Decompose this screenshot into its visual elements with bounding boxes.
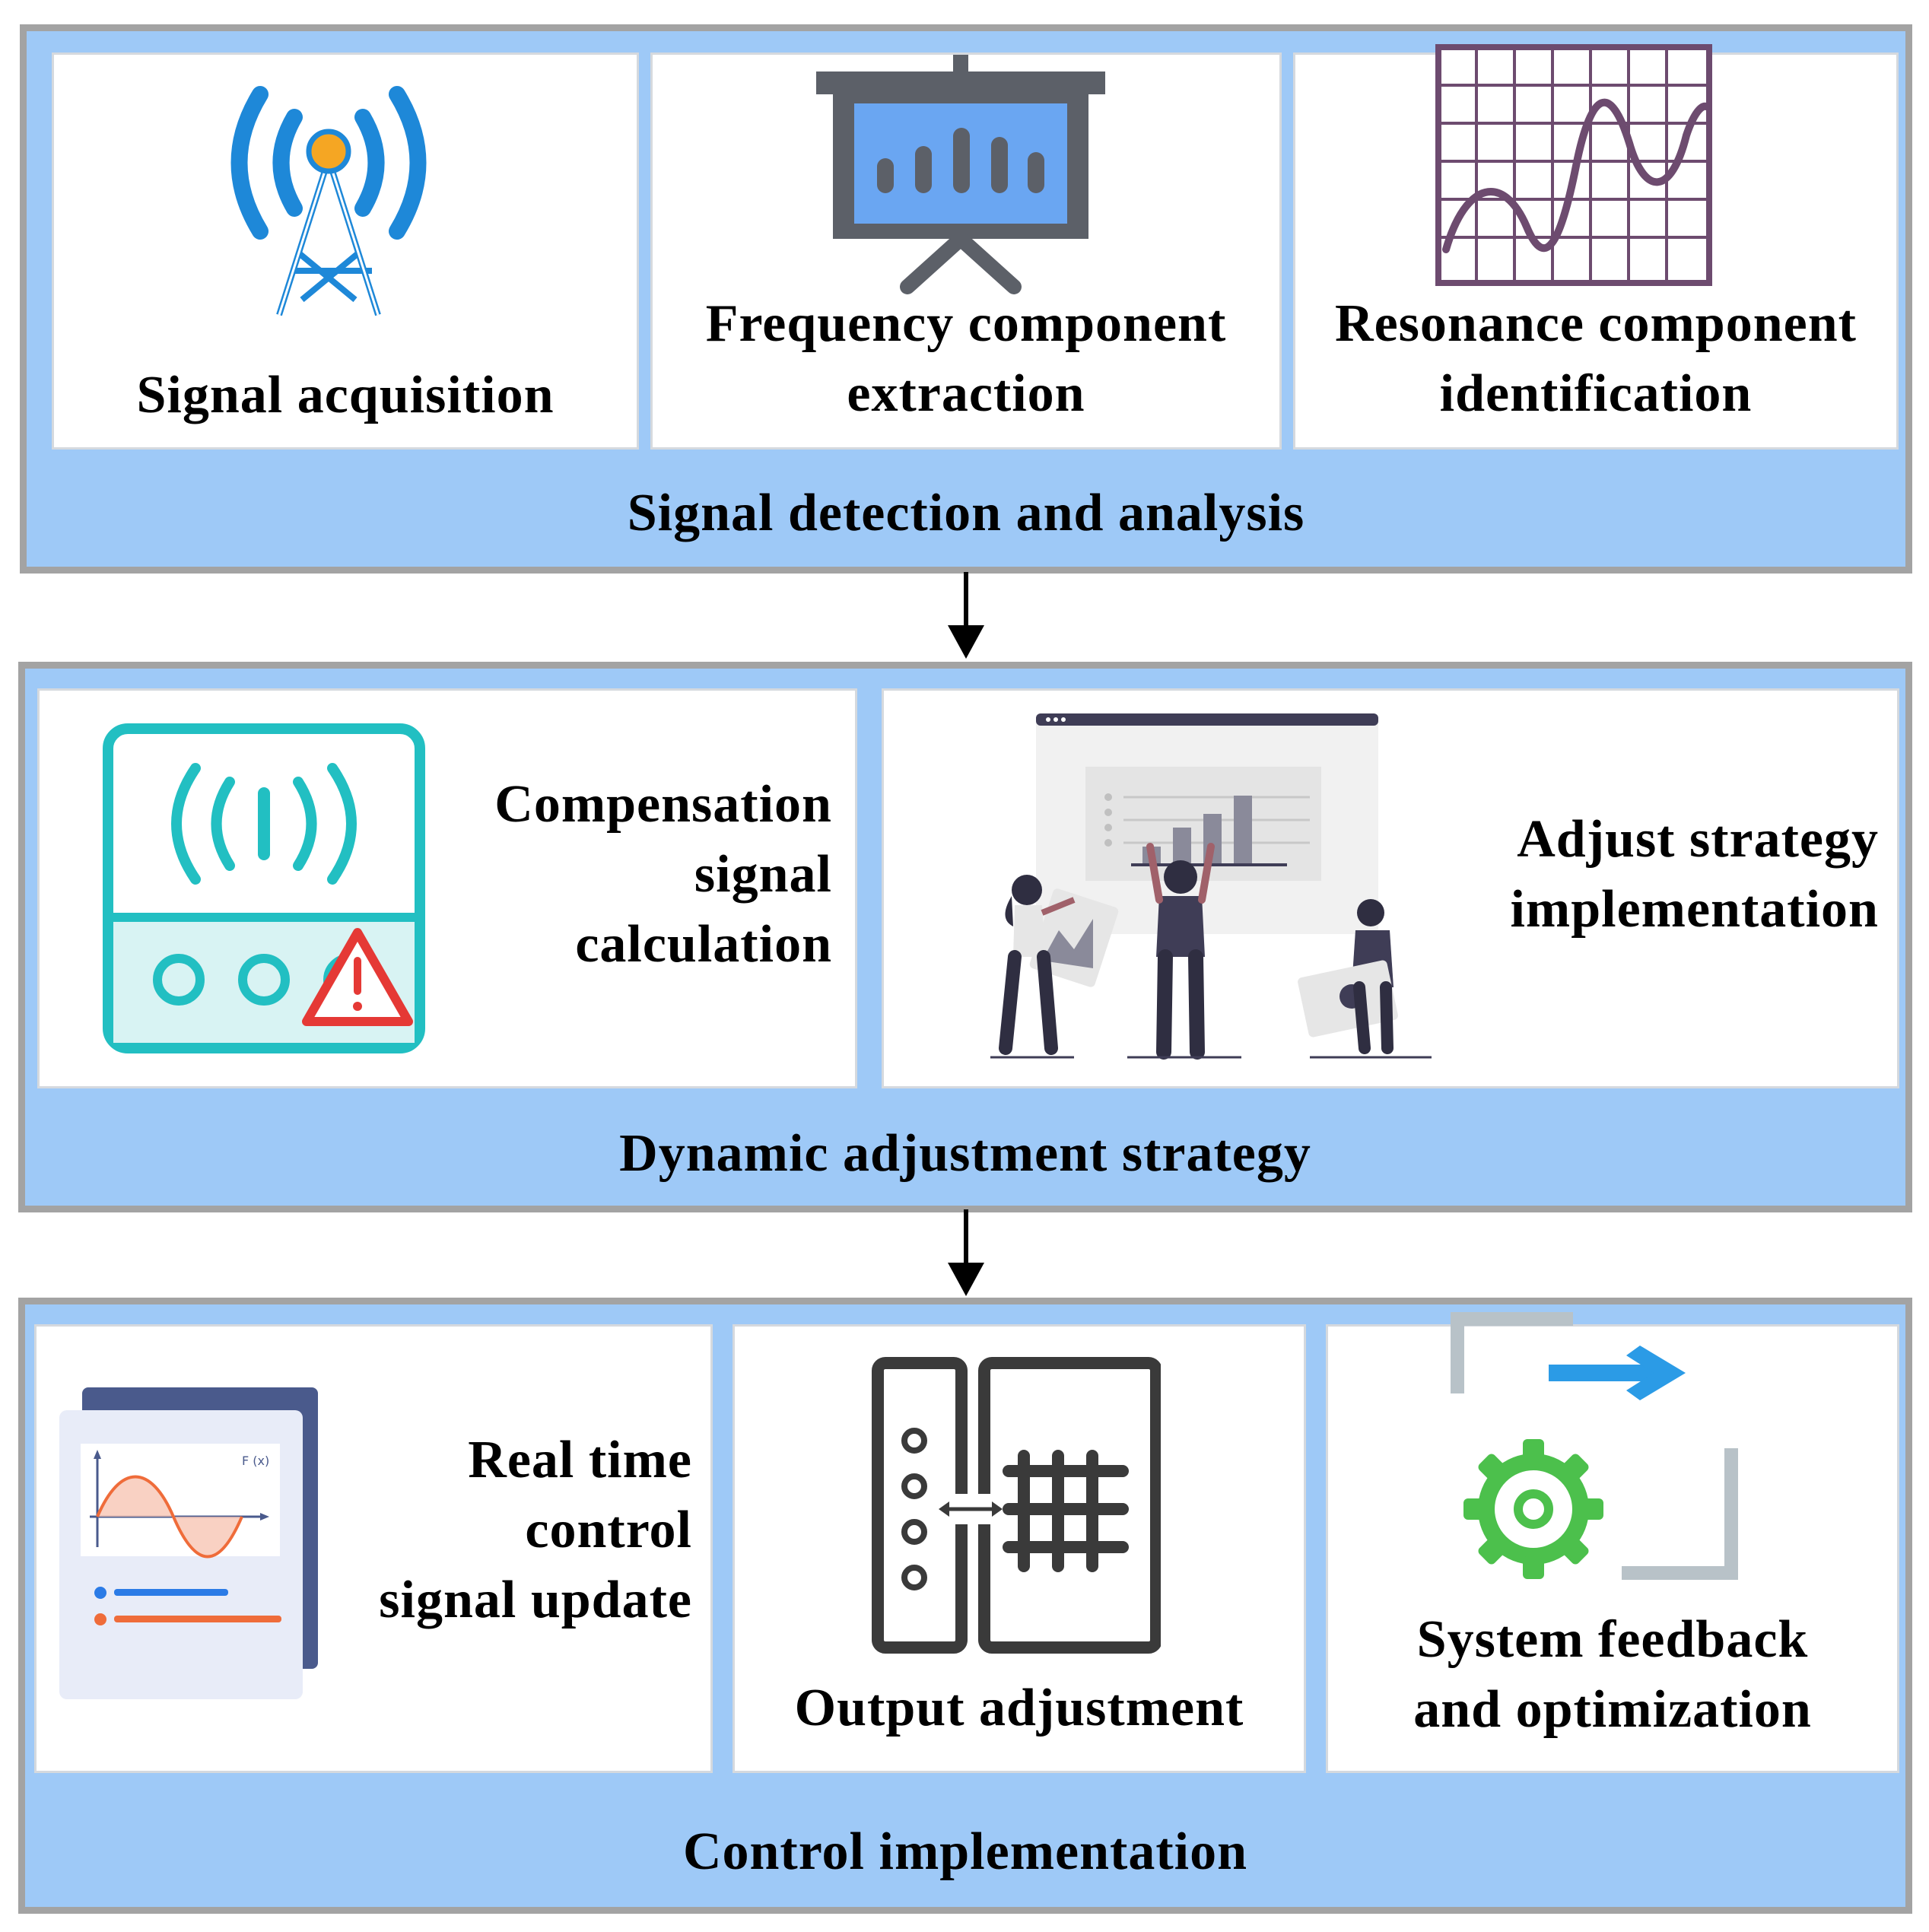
radio-tower-icon — [230, 86, 427, 316]
label-real-time-line1: Real time — [468, 1431, 692, 1489]
label-resonance-line2: identification — [1439, 364, 1753, 423]
card-output-adjustment: Output adjustment — [733, 1324, 1306, 1773]
presentation-board-icon — [816, 55, 1105, 294]
label-output-adjustment: Output adjustment — [794, 1679, 1244, 1737]
card-compensation-calculation: Compensation signal calculation — [37, 688, 857, 1088]
stage-panel-dynamic-adjustment: Compensation signal calculation — [18, 662, 1912, 1212]
team-dashboard-illustration — [990, 713, 1432, 1060]
label-signal-acquisition: Signal acquisition — [136, 366, 555, 424]
stage-title-dynamic-adjustment: Dynamic adjustment strategy — [619, 1124, 1311, 1183]
card-frequency-extraction: Frequency component extraction — [650, 52, 1282, 450]
signal-meter-warning-icon — [103, 723, 425, 1053]
label-compensation-line1: Compensation — [494, 775, 832, 834]
stage-panel-control-implementation: F (x) Real time control signal update — [18, 1298, 1912, 1914]
card-real-time-update: F (x) Real time control signal update — [34, 1324, 713, 1773]
label-compensation-line3: calculation — [575, 915, 832, 974]
label-frequency-extraction-line1: Frequency component — [705, 294, 1227, 353]
card-signal-acquisition: Signal acquisition — [52, 52, 639, 450]
stage-panel-signal-detection: Signal acquisition Frequency component e… — [20, 24, 1912, 574]
card-resonance-identification: Resonance component identification — [1293, 44, 1899, 450]
waveform-grid-icon — [1435, 44, 1712, 286]
label-adjust-strategy-line1: Adjust strategy — [1517, 810, 1879, 869]
label-system-feedback-line2: and optimization — [1413, 1680, 1812, 1739]
card-adjust-strategy: Adjust strategy implementation — [882, 688, 1899, 1088]
flow-arrow-2 — [948, 1209, 984, 1296]
flow-arrow-1 — [948, 572, 984, 659]
label-frequency-extraction-line2: extraction — [847, 364, 1085, 423]
card-system-feedback: System feedback and optimization — [1326, 1312, 1899, 1773]
label-compensation-line2: signal — [694, 845, 832, 904]
output-matrix-icon — [872, 1357, 1161, 1654]
label-resonance-line1: Resonance component — [1335, 294, 1857, 353]
label-system-feedback-line1: System feedback — [1416, 1610, 1809, 1669]
gear-icon — [1463, 1439, 1603, 1579]
function-label: F (x) — [242, 1454, 269, 1468]
function-chart-document-icon: F (x) — [59, 1387, 318, 1699]
gear-feedback-arrow-icon — [1451, 1312, 1738, 1580]
label-adjust-strategy-line2: implementation — [1510, 880, 1879, 939]
stage-title-control-implementation: Control implementation — [682, 1822, 1248, 1881]
label-real-time-line3: signal update — [379, 1571, 692, 1629]
label-real-time-line2: control — [525, 1501, 692, 1559]
stage-title-signal-detection: Signal detection and analysis — [627, 484, 1305, 542]
